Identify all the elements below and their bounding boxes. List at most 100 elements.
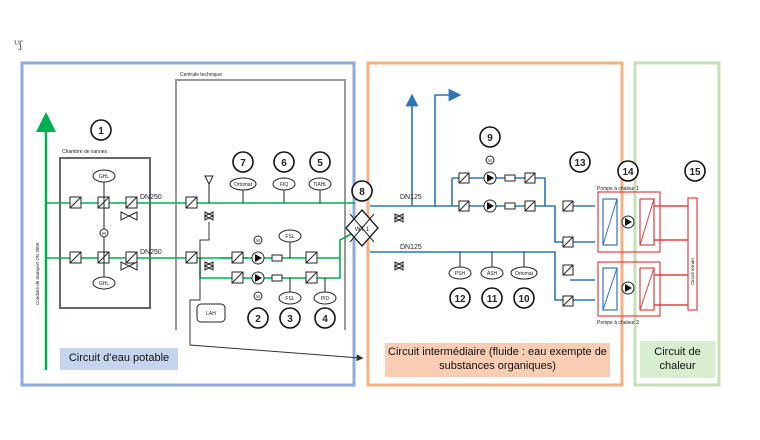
svg-text:10: 10	[518, 294, 530, 305]
svg-text:M: M	[102, 231, 106, 236]
svg-text:ASH: ASH	[487, 271, 498, 277]
svg-text:FSL: FSL	[285, 234, 294, 240]
ash-instrument: ASH	[480, 266, 504, 280]
svg-text:11: 11	[487, 294, 498, 305]
ortomat-left-instrument: Ortomat	[229, 177, 257, 191]
chambre-motor: M	[99, 228, 109, 238]
heat-pump-2-label: Pompe à chaleur 2	[597, 320, 639, 326]
zone-potable-caption: Circuit d’eau potable	[60, 348, 178, 370]
fsl-top-instrument: FSL	[278, 229, 302, 243]
dn125-bottom-label: DN125	[400, 244, 422, 251]
number-6: 6	[273, 151, 295, 173]
potable-safety-valves	[203, 175, 215, 271]
svg-text:15: 15	[689, 167, 701, 178]
number-14: 14	[617, 160, 639, 182]
number-13: 13	[569, 151, 591, 173]
ghl-top-instrument: GHL	[92, 169, 116, 183]
svg-text:2: 2	[255, 314, 261, 325]
potable-return-line	[189, 222, 364, 362]
intermediate-valves	[458, 172, 574, 307]
svg-text:FIQ: FIQ	[280, 182, 288, 188]
ghl-bottom-instrument: GHL	[92, 276, 116, 290]
number-4: 4	[314, 307, 336, 329]
svg-text:1: 1	[98, 126, 104, 137]
number-15: 15	[684, 160, 706, 182]
intermediate-pump-loop	[452, 177, 546, 206]
potable-pump-top	[251, 251, 265, 265]
heat-pump-1-label: Pompe à chaleur 1	[597, 186, 639, 192]
ortomat-right-instrument: Ortomat	[510, 266, 538, 280]
svg-text:PID: PID	[321, 296, 330, 302]
svg-text:M: M	[488, 158, 492, 163]
svg-text:13: 13	[574, 158, 586, 169]
number-5: 5	[309, 151, 331, 173]
number-12: 12	[449, 287, 471, 309]
svg-text:12: 12	[454, 294, 466, 305]
tiahl-instrument: TIAHL	[308, 177, 332, 191]
number-2: 2	[247, 307, 269, 329]
chambre-de-vannes-label: Chambre de vannes	[62, 149, 108, 155]
intermediate-safety-valves	[393, 213, 405, 271]
number-10: 10	[513, 287, 535, 309]
zone-intermediate-frame	[366, 61, 624, 387]
svg-text:PSH: PSH	[455, 271, 466, 277]
zone-intermediate-caption: Circuit intermédiaire (fluide : eau exem…	[385, 343, 610, 377]
svg-text:9: 9	[487, 133, 493, 144]
zone-potable-frame	[20, 61, 356, 387]
number-9: 9	[479, 126, 501, 148]
potable-motor-bottom: M	[253, 291, 263, 301]
circuit-terrain-label: Circuit terrain	[690, 258, 695, 285]
svg-text:M: M	[256, 238, 260, 243]
svg-text:6: 6	[281, 158, 287, 169]
circuit-terrain-box	[687, 197, 698, 311]
centrale-technique-frame	[175, 79, 346, 330]
svg-text:Ortomat: Ortomat	[515, 271, 534, 277]
intermediate-pipe-bottom	[370, 251, 595, 301]
chambre-de-vannes-box	[59, 157, 151, 309]
psh-instrument: PSH	[448, 266, 472, 280]
number-7: 7	[232, 151, 254, 173]
svg-text:TIAHL: TIAHL	[313, 182, 327, 188]
svg-text:3: 3	[287, 314, 293, 325]
transport-pipe-label: Conduite de transport DN 3000	[35, 242, 40, 305]
pid-instrument: PID	[313, 291, 337, 305]
intermediate-pump-bottom	[483, 199, 497, 213]
number-8: 8	[351, 180, 373, 202]
intermediate-pipe-top	[370, 88, 462, 207]
number-11: 11	[481, 287, 503, 309]
svg-text:LAH: LAH	[206, 311, 216, 317]
svg-text:GHL: GHL	[99, 174, 110, 180]
intermediate-motor: M	[485, 155, 495, 165]
dn125-top-label: DN125	[400, 194, 422, 201]
svg-text:M: M	[256, 294, 260, 299]
signature-mark: ᵁʃ	[14, 40, 23, 51]
potable-pump-bottom	[251, 271, 265, 285]
svg-text:FSL: FSL	[285, 296, 294, 302]
number-1: 1	[90, 119, 112, 141]
lah-instrument: LAH	[196, 303, 226, 323]
dn250-top-label: DN250	[140, 194, 162, 201]
dn250-bottom-label: DN250	[140, 249, 162, 256]
fiq-instrument: FIQ	[272, 177, 296, 191]
svg-text:Ortomat: Ortomat	[234, 182, 253, 188]
zone-heat-caption: Circuit de chaleur	[640, 341, 715, 378]
heat-pump-2-frame	[597, 261, 661, 317]
zone-heat-frame	[633, 61, 721, 387]
fsl-bottom-instrument: FSL	[278, 291, 302, 305]
intermediate-pump-top	[483, 171, 497, 185]
svg-text:4: 4	[322, 314, 328, 325]
centrale-technique-label: Centrale technique	[180, 72, 222, 78]
potable-motor-top: M	[253, 235, 263, 245]
heat-exchanger-wt1: WT 1	[345, 208, 379, 248]
potable-valves	[185, 196, 318, 284]
svg-text:GHL: GHL	[99, 281, 110, 287]
number-3: 3	[279, 307, 301, 329]
heat-pump-1-frame	[597, 191, 661, 253]
svg-text:14: 14	[622, 167, 634, 178]
svg-text:5: 5	[317, 158, 323, 169]
svg-text:7: 7	[240, 158, 246, 169]
chambre-check-valves	[120, 211, 138, 271]
svg-text:8: 8	[359, 187, 365, 198]
svg-text:WT 1: WT 1	[355, 227, 370, 233]
